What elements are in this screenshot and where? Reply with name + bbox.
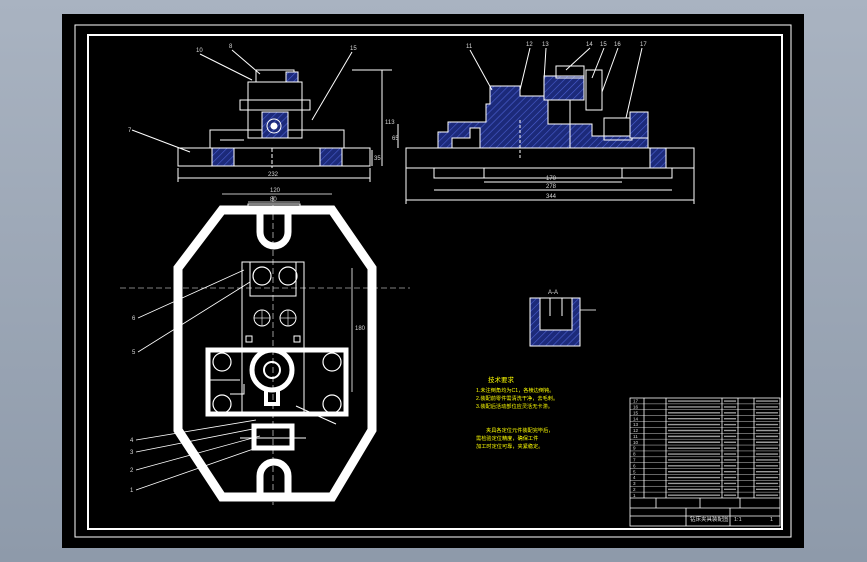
parts-item-number: 3 [633, 481, 636, 486]
tech-note-paragraph: 夹具各定位元件装配完毕后， [486, 426, 553, 434]
callout-label: 4 [130, 438, 134, 444]
tech-note-paragraph: 需检验定位精度，确保工件 [476, 434, 538, 442]
parts-item-number: 16 [633, 405, 639, 410]
callout-label: 10 [196, 48, 203, 54]
callout-label: 3 [130, 450, 134, 456]
front-view-labels: 10 8 15 7 232 113 35 [128, 44, 395, 178]
parts-item-number: 6 [633, 463, 636, 468]
callout-label: 15 [350, 46, 357, 52]
parts-item-number: 10 [633, 440, 639, 445]
dimension-344: 344 [546, 194, 557, 200]
drawing-scale: 1:1 [734, 517, 742, 523]
dimension-170: 170 [546, 176, 557, 182]
parts-item-number: 12 [633, 428, 639, 433]
parts-item-number: 7 [633, 458, 636, 463]
front-view [131, 49, 392, 182]
detail-view [529, 297, 596, 347]
callout-label: 17 [640, 42, 647, 48]
callout-label: 8 [229, 44, 233, 50]
model-space [62, 14, 804, 548]
callout-label: 12 [526, 42, 533, 48]
dimension-side: 35 [374, 156, 381, 162]
dimension-width: 232 [268, 172, 279, 178]
parts-item-number: 2 [633, 487, 636, 492]
callout-label: 2 [130, 468, 134, 474]
dimension-80: 80 [270, 197, 277, 203]
callout-label: 1 [130, 488, 134, 494]
callout-label: 16 [614, 42, 621, 48]
tech-note-line: 2.装配前零件需清洗干净，去毛刺。 [476, 394, 558, 402]
callout-label: 15 [600, 42, 607, 48]
callout-label: 14 [586, 42, 593, 48]
parts-item-number: 8 [633, 452, 636, 457]
title-block [629, 397, 781, 527]
parts-item-number: 15 [633, 410, 639, 415]
callout-label: 13 [542, 42, 549, 48]
parts-item-number: 9 [633, 446, 636, 451]
callout-label: 11 [466, 44, 473, 50]
side-view-labels: 11 12 13 14 15 16 17 65 170 278 344 [392, 42, 647, 200]
plan-view [120, 193, 410, 505]
dimension-left: 65 [392, 136, 399, 142]
drawing-sheet: 1 [770, 517, 773, 523]
parts-item-number: 11 [633, 434, 638, 439]
inner-frame [87, 34, 783, 530]
dimension-right: 180 [355, 326, 366, 332]
parts-item-number: 14 [633, 416, 639, 421]
parts-item-number: 17 [633, 399, 639, 404]
callout-label: 5 [132, 350, 136, 356]
dimension-278: 278 [546, 184, 557, 190]
dimension-height: 113 [385, 120, 395, 126]
plan-view-labels: 120 80 180 6 5 4 3 2 1 [130, 188, 366, 494]
parts-item-number: 4 [633, 475, 636, 480]
callout-label: 7 [128, 128, 132, 134]
technical-requirements: 技术要求 1.未注倒角均为C1，各棱边倒钝。 2.装配前零件需清洗干净，去毛刺。… [476, 375, 558, 450]
tech-note-paragraph: 加工时定位可靠，夹紧稳定。 [476, 442, 543, 450]
tech-note-line: 3.装配后活动部位应灵活无卡滞。 [476, 402, 553, 410]
parts-item-number: 13 [633, 422, 639, 427]
detail-view-label: A-A [548, 290, 558, 296]
outer-frame [74, 24, 792, 538]
parts-item-number: 5 [633, 469, 636, 474]
callout-label: 6 [132, 316, 136, 322]
dimension-120: 120 [270, 188, 281, 194]
side-view [397, 47, 695, 204]
drawing-name: 钻床夹具装配图 [690, 515, 729, 523]
tech-note-line: 1.未注倒角均为C1，各棱边倒钝。 [476, 386, 554, 394]
tech-notes-title: 技术要求 [488, 375, 515, 384]
parts-item-number: 1 [633, 493, 636, 498]
title-block-labels: 钻床夹具装配图 1:1 1 [690, 515, 773, 523]
